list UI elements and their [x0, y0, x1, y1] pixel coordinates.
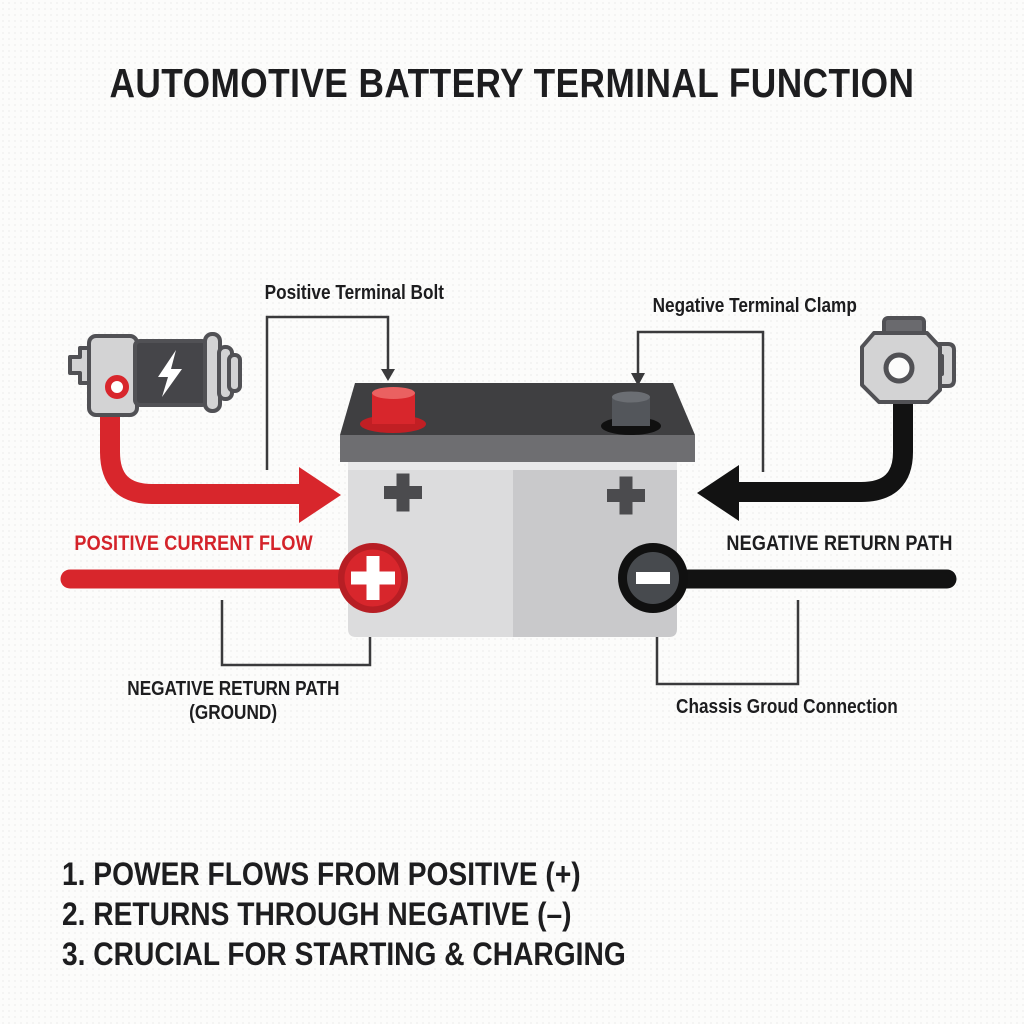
negative-clamp-callout-line	[636, 330, 765, 472]
chassis-callout-line	[655, 600, 800, 686]
key-point-3: 3. CRUCIAL FOR STARTING & CHARGING	[62, 936, 626, 972]
label-chassis-ground: Chassis Groud Connection	[676, 696, 898, 718]
positive-symbol-badge	[338, 543, 408, 613]
starter-motor-icon	[68, 332, 242, 417]
positive-terminal-bolt	[360, 387, 426, 433]
arrow-down-icon	[631, 373, 645, 386]
negative-symbol-badge	[618, 543, 688, 613]
lightning-bolt-icon	[158, 350, 182, 397]
battery-lip	[340, 435, 695, 462]
minus-icon	[636, 572, 670, 584]
page-title-text: AUTOMOTIVE BATTERY TERMINAL FUNCTION	[109, 60, 915, 106]
engine-block-icon	[860, 316, 956, 404]
label-positive-current-flow: POSITIVE CURRENT FLOW	[74, 532, 314, 555]
key-point-1: 1. POWER FLOWS FROM POSITIVE (+)	[62, 856, 581, 892]
label-negative-terminal-clamp: Negative Terminal Clamp	[652, 295, 858, 317]
battery-cell-plus-icon	[607, 476, 645, 515]
label-negative-return-path: NEGATIVE RETURN PATH	[726, 532, 954, 555]
negative-terminal-clamp-post	[601, 391, 661, 435]
key-points-list: 1. POWER FLOWS FROM POSITIVE (+) 2. RETU…	[62, 854, 703, 974]
label-ground: NEGATIVE RETURN PATH (GROUND)	[126, 678, 340, 724]
arrow-down-icon	[381, 369, 395, 381]
positive-bolt-callout-line	[265, 315, 390, 470]
plus-icon	[351, 556, 395, 600]
label-positive-terminal-bolt: Positive Terminal Bolt	[264, 282, 444, 304]
cable-eyelet-icon	[105, 375, 129, 399]
battery-body-highlight	[348, 462, 677, 470]
engine-bore-icon	[883, 352, 915, 384]
positive-cable	[100, 400, 300, 504]
page-title: AUTOMOTIVE BATTERY TERMINAL FUNCTION	[0, 60, 1024, 107]
negative-flow-arrowhead-icon	[697, 465, 739, 521]
battery-cell-plus-icon	[384, 473, 422, 512]
ground-callout-line	[220, 600, 372, 667]
key-point-2: 2. RETURNS THROUGH NEGATIVE (–)	[62, 896, 572, 932]
positive-flow-arrowhead-icon	[299, 467, 341, 523]
negative-cable	[738, 400, 913, 502]
